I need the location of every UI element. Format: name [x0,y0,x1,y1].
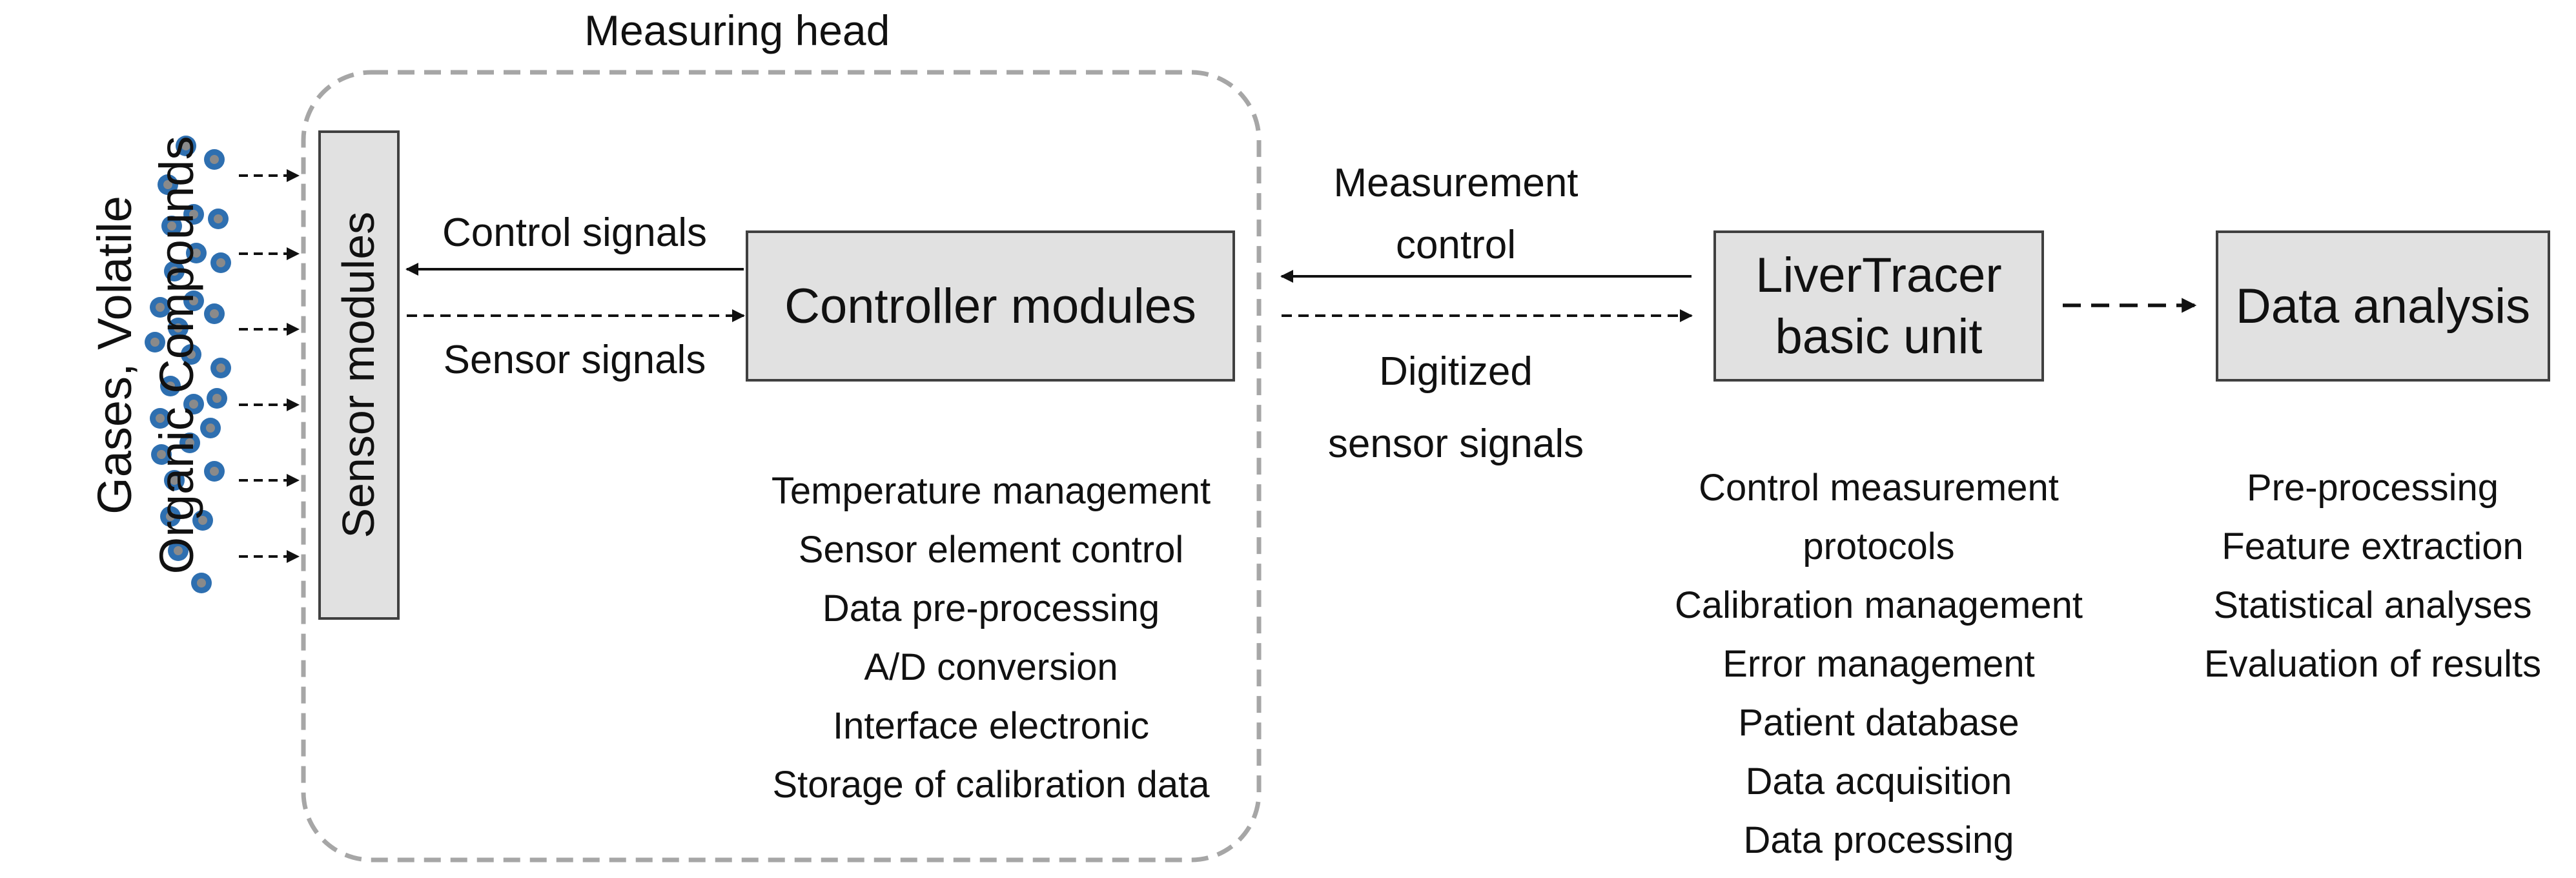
molecule-core [189,210,198,219]
livertracer-box: LiverTracer basic unit [1713,230,2044,382]
molecule-core [166,382,175,391]
molecule-core [185,438,194,447]
molecule-core [210,467,219,476]
list-item: Temperature management [771,470,1211,512]
digitized-signals-label: Digitized sensor signals [1282,336,1630,480]
molecule-core [181,141,190,150]
molecule-core [170,476,179,485]
molecule-core [198,516,207,525]
molecule-core [210,155,219,164]
controller-modules-box: Controller modules [746,230,1235,382]
list-item: Data pre-processing [822,587,1160,629]
data-analysis-box: Data analysis [2216,230,2550,382]
list-item: Storage of calibration data [772,764,1210,806]
list-item: Patient database [1738,702,2019,744]
molecule-core [210,309,219,318]
molecule-core [157,450,166,459]
molecule-core [156,414,165,423]
molecule-core [163,180,172,189]
livertracer-line2: basic unit [1775,309,1983,364]
digitized-signals-line2: sensor signals [1327,422,1584,466]
sensor-modules-label: Sensor modules [333,212,384,538]
basic-unit-functions-list: Control measurement protocols Calibratio… [1627,458,2131,870]
list-item: Data processing [1743,819,2014,861]
list-item: Feature extraction [2222,526,2524,567]
molecule-core [206,424,215,433]
molecule-core [189,400,198,409]
molecule-cloud [145,136,231,593]
list-item: Evaluation of results [2203,643,2542,685]
measurement-control-line1: Measurement [1333,161,1579,205]
list-item: Statistical analyses [2213,584,2532,626]
sensor-modules-box: Sensor modules [318,130,400,620]
molecule-core [150,338,159,347]
side-label-line1: Gases, Volatile [88,196,141,515]
molecule-core [174,546,183,555]
list-item: Data acquisition [1745,761,2012,802]
molecule-core [187,350,196,359]
molecule-core [167,221,176,230]
list-item: Interface electronic [832,705,1150,747]
molecule-core [214,214,223,223]
molecule-core [166,512,175,521]
molecule-core [189,296,198,305]
data-analysis-label: Data analysis [2235,278,2531,334]
list-item: A/D conversion [864,646,1118,688]
controller-functions-list: Temperature management Sensor element co… [730,462,1252,814]
inflow-arrows [239,169,300,563]
list-item: protocols [1803,526,1955,567]
molecule-core [212,394,221,403]
list-item: Error management [1722,643,2035,685]
list-item: Control measurement [1699,467,2059,509]
molecule-core [216,363,225,373]
list-item: Calibration management [1675,584,2083,626]
measuring-head-frame [301,70,1262,863]
list-item: Sensor element control [798,529,1184,571]
molecule-core [192,249,201,258]
gases-side-label: Gases, Volatile Organic Compounds [84,90,213,620]
molecule-core [174,323,183,332]
controller-modules-label: Controller modules [784,278,1196,334]
sensor-signals-label: Sensor signals [443,338,706,382]
molecule-core [170,267,179,276]
molecule-core [216,258,225,267]
list-item: Pre-processing [2246,467,2499,509]
molecule-core [197,578,206,587]
digitized-signals-line1: Digitized [1379,349,1533,394]
measurement-control-line2: control [1395,223,1517,267]
side-label-line2: Organic Compounds [150,136,204,575]
measurement-control-label: Measurement control [1282,152,1630,276]
control-signals-label: Control signals [442,210,708,255]
measuring-head-title: Measuring head [584,6,890,54]
livertracer-line1: LiverTracer [1755,248,2002,303]
molecule-core [156,303,165,312]
analysis-functions-list: Pre-processing Feature extraction Statis… [2176,458,2570,693]
